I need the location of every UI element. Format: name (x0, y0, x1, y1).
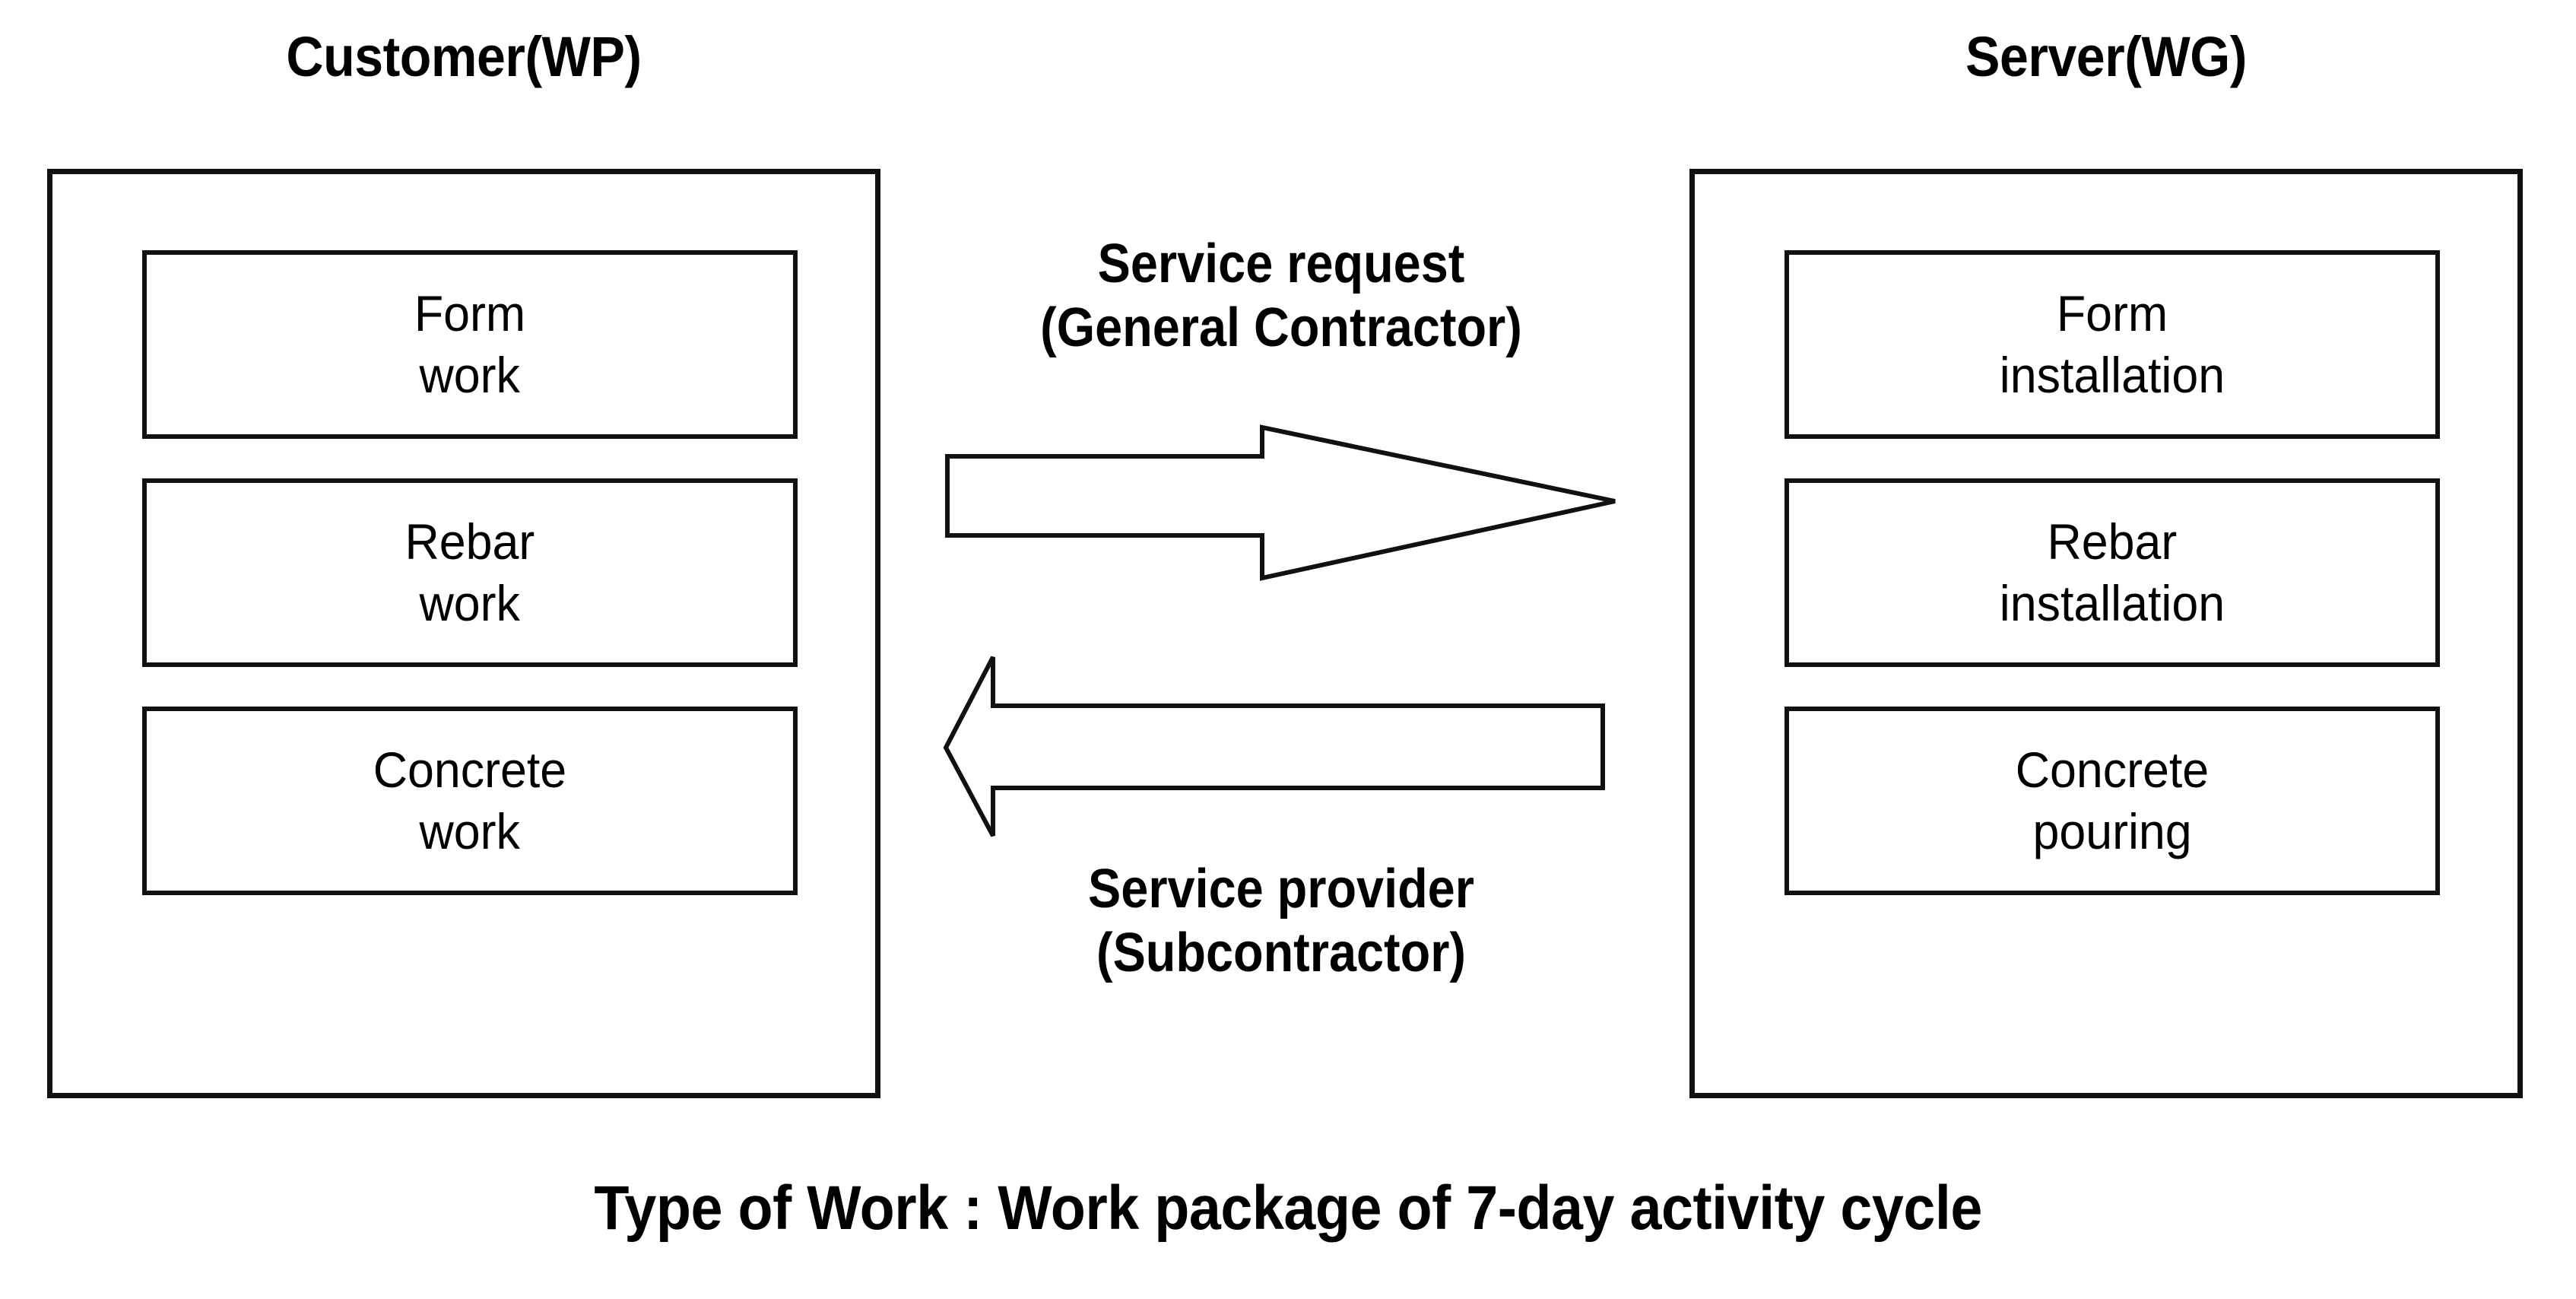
customer-column-heading: Customer(WP) (286, 25, 642, 88)
service-provider-label-line2: (Subcontractor) (1096, 922, 1466, 983)
task-label-line2: pouring (2032, 803, 2192, 859)
task-label-line2: work (419, 347, 521, 403)
customer-task-form-work: Form work (142, 250, 798, 439)
task-label-line1: Form (2056, 285, 2168, 342)
customer-task-rebar-work: Rebar work (142, 478, 798, 667)
service-provider-label: Service provider (Subcontractor) (932, 858, 1630, 985)
server-column-heading: Server(WG) (1965, 25, 2247, 88)
service-request-label-line1: Service request (1097, 233, 1465, 294)
customer-task-concrete-work: Concrete work (142, 707, 798, 895)
server-task-rebar-installation: Rebar installation (1784, 478, 2440, 667)
task-label-line1: Concrete (373, 742, 567, 799)
task-label-line1: Concrete (2015, 742, 2210, 799)
service-request-label-line2: (General Contractor) (1040, 297, 1522, 358)
customer-task-list: Form work Rebar work Concrete work (52, 174, 875, 1093)
service-provider-label-line1: Service provider (1088, 859, 1474, 919)
server-task-list: Form installation Rebar installation Con… (1695, 174, 2517, 1093)
task-label-line2: work (419, 575, 521, 631)
task-label-line1: Rebar (404, 513, 535, 570)
task-label-line2: installation (1999, 347, 2225, 403)
right-arrow-icon (945, 424, 1616, 581)
server-panel: Form installation Rebar installation Con… (1689, 169, 2523, 1098)
task-label-line2: work (419, 803, 521, 859)
server-task-concrete-pouring: Concrete pouring (1784, 707, 2440, 895)
task-label-line2: installation (1999, 575, 2225, 631)
figure-caption: Type of Work : Work package of 7-day act… (0, 1177, 2576, 1240)
customer-panel: Form work Rebar work Concrete work (47, 169, 880, 1098)
task-label-line1: Rebar (2047, 513, 2178, 570)
left-arrow-icon (943, 656, 1605, 837)
task-label-line1: Form (414, 285, 526, 342)
service-request-label: Service request (General Contractor) (932, 233, 1630, 360)
figure-caption-text: Type of Work : Work package of 7-day act… (594, 1174, 1982, 1243)
server-task-form-installation: Form installation (1784, 250, 2440, 439)
